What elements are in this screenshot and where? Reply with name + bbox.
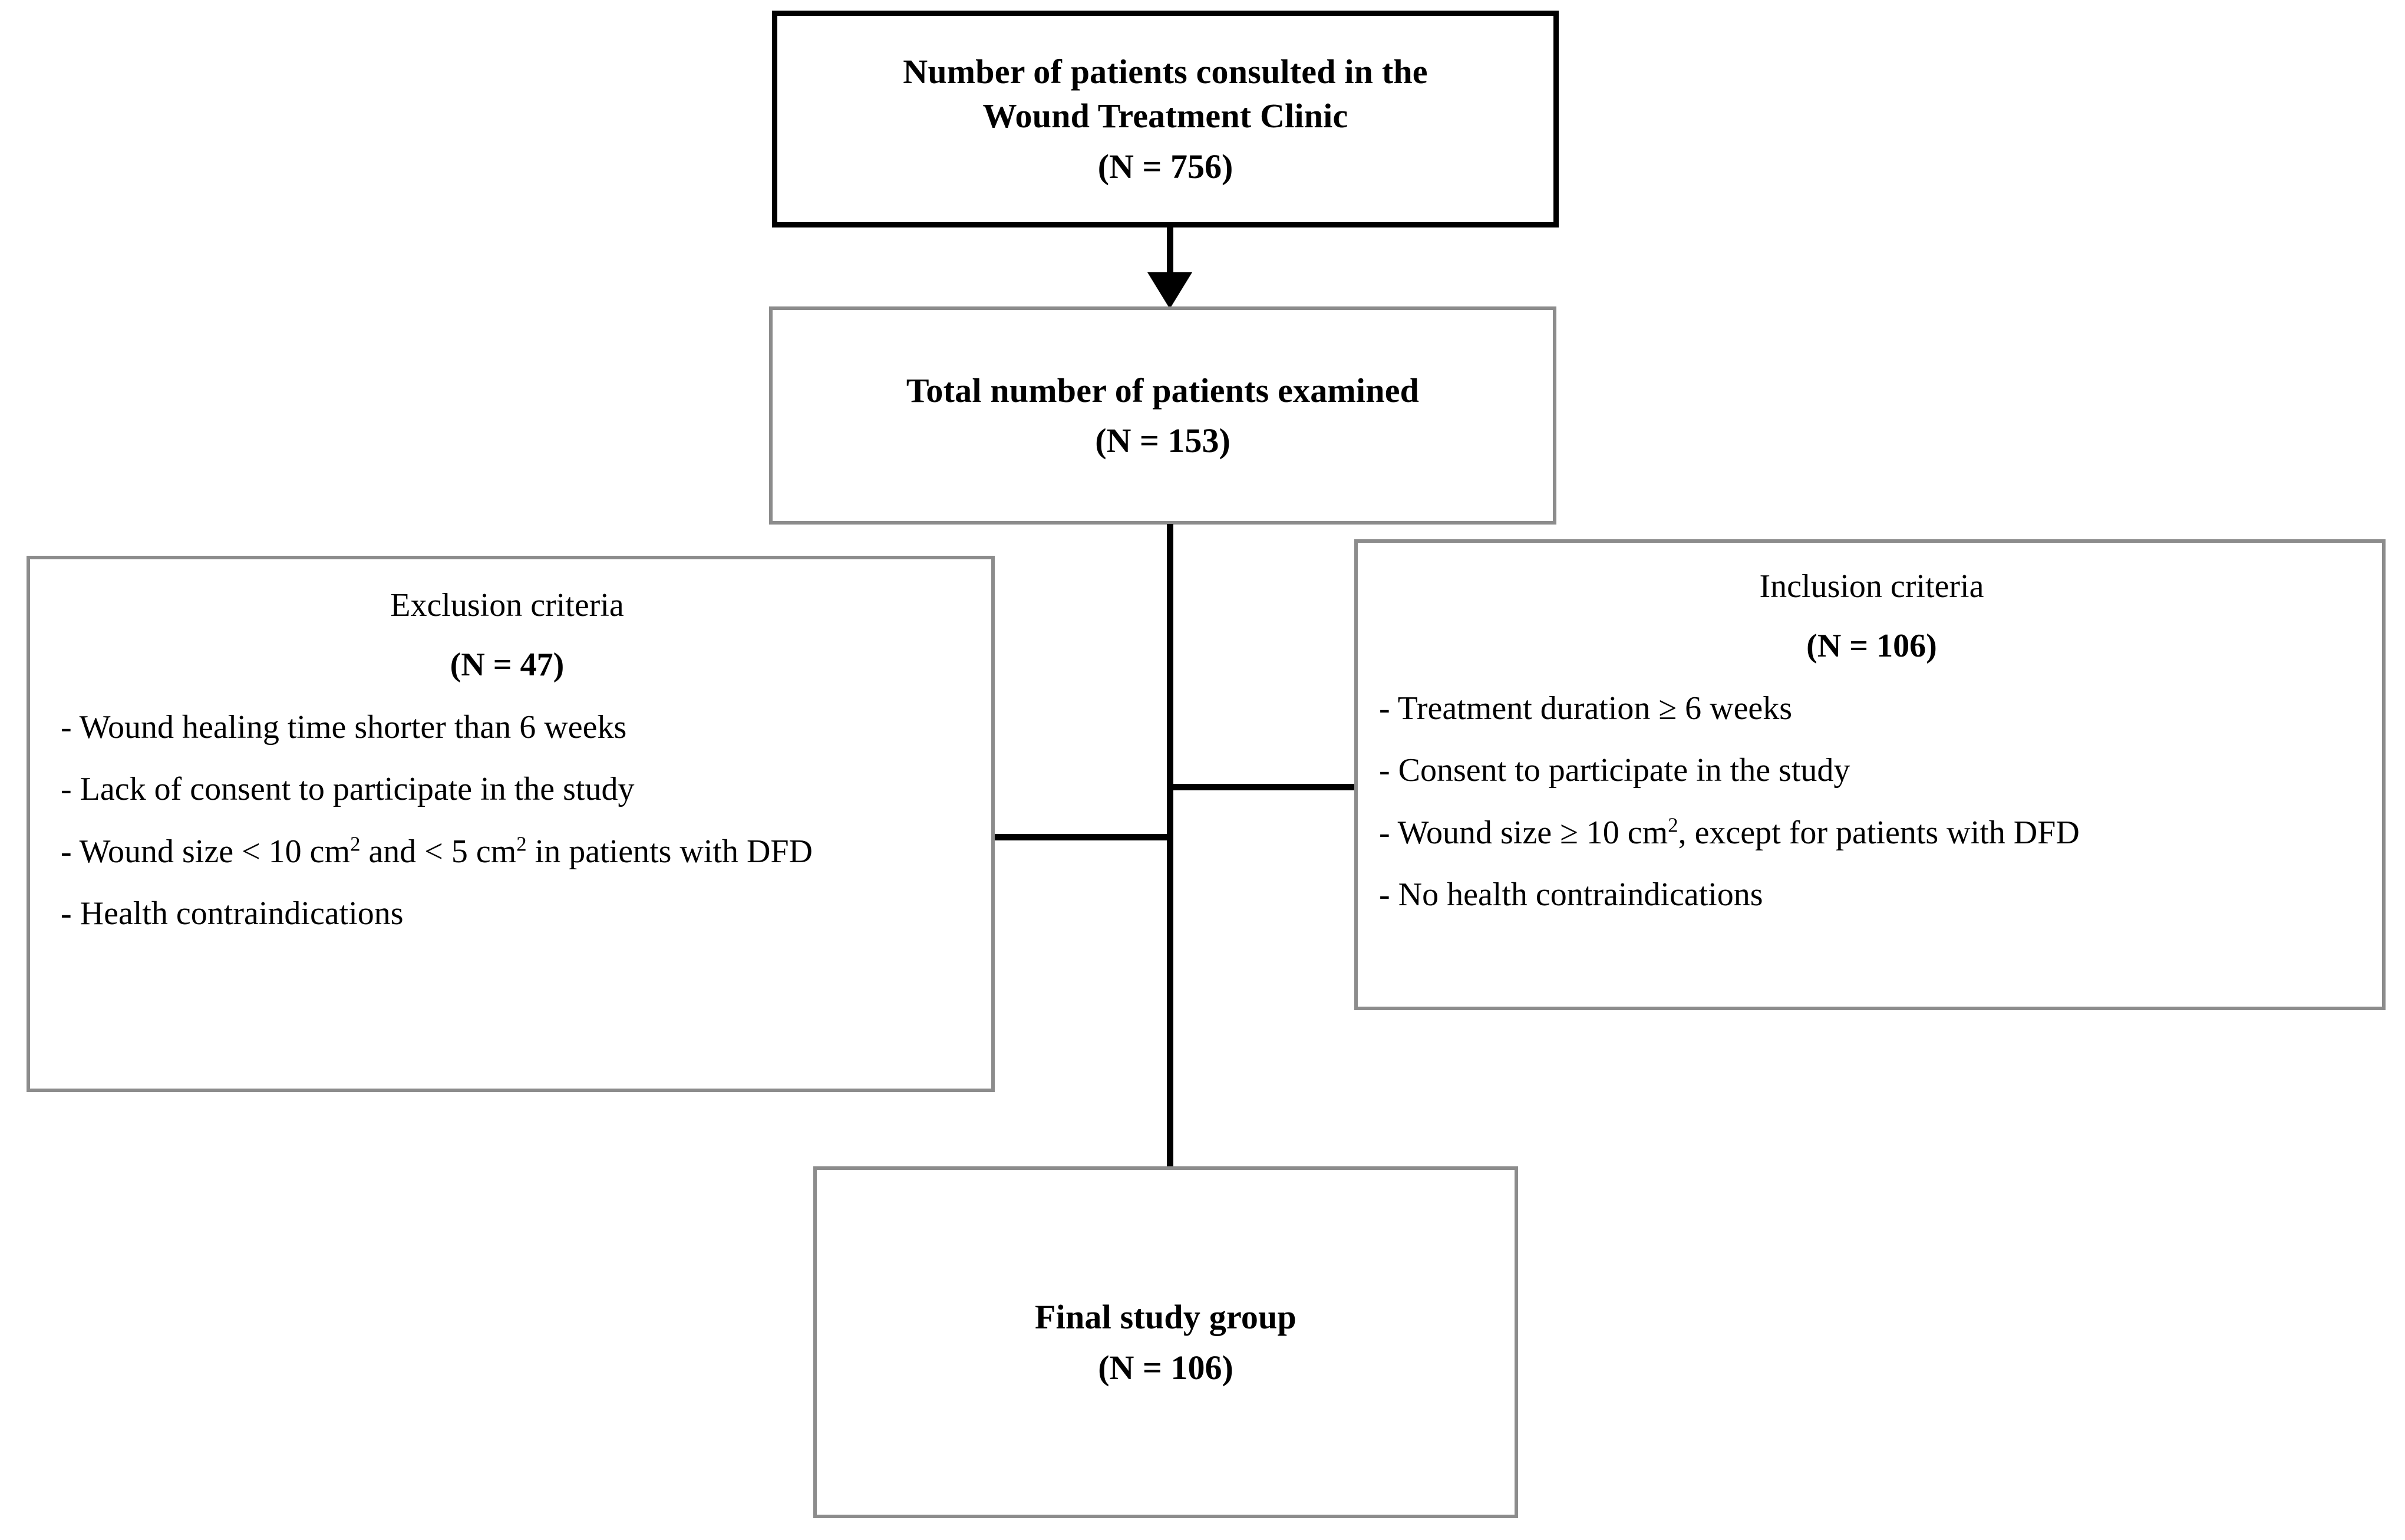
arrow-consulted-to-examined-stem [1167, 227, 1173, 277]
inclusion-criteria-title: Inclusion criteria [1759, 568, 1984, 605]
list-item-text-b: and < 5 cm [360, 833, 517, 870]
list-item: - Lack of consent to participate in the … [61, 771, 635, 808]
node-exclusion-criteria: Exclusion criteria (N = 47) - Wound heal… [27, 556, 995, 1092]
node-inclusion-criteria: Inclusion criteria (N = 106) - Treatment… [1354, 539, 2386, 1010]
list-item: - Wound healing time shorter than 6 week… [61, 708, 627, 746]
list-item: - Wound size < 10 cm2 and < 5 cm2 in pat… [61, 829, 954, 876]
connector-branch-to-inclusion [1167, 784, 1359, 790]
node-patients-examined: Total number of patients examined (N = 1… [769, 306, 1556, 525]
inclusion-criteria-count: (N = 106) [1806, 627, 1937, 664]
node-final-study-group: Final study group (N = 106) [813, 1166, 1518, 1518]
connector-trunk-vertical [1167, 524, 1173, 1168]
node-patients-consulted-title-line2: Wound Treatment Clinic [982, 97, 1348, 136]
node-patients-consulted-title-line1: Number of patients consulted in the [903, 52, 1428, 91]
arrow-consulted-to-examined-head-icon [1147, 272, 1192, 309]
list-item-text-a: - Wound size < 10 cm [61, 833, 351, 870]
list-item: - Wound size ≥ 10 cm2, except for patien… [1379, 810, 2364, 857]
node-patients-consulted-count: (N = 756) [1097, 147, 1233, 186]
list-item: - No health contraindications [1379, 876, 1763, 914]
inclusion-criteria-list: - Treatment duration ≥ 6 weeks - Consent… [1379, 685, 2364, 934]
list-item-text-a: - Wound size ≥ 10 cm [1379, 814, 1668, 851]
exclusion-criteria-count: (N = 47) [450, 646, 565, 683]
list-item: - Consent to participate in the study [1379, 752, 1850, 789]
list-item-text-c: in patients with DFD [526, 833, 813, 870]
exclusion-criteria-list: - Wound healing time shorter than 6 week… [61, 704, 954, 953]
node-patients-examined-count: (N = 153) [1095, 421, 1230, 460]
node-final-study-group-title: Final study group [1035, 1298, 1296, 1337]
superscript-two: 2 [350, 832, 361, 855]
superscript-two: 2 [516, 832, 527, 855]
connector-branch-to-exclusion [991, 834, 1172, 840]
node-patients-consulted: Number of patients consulted in the Woun… [772, 11, 1559, 227]
exclusion-criteria-title: Exclusion criteria [390, 587, 624, 624]
node-patients-examined-title: Total number of patients examined [906, 371, 1420, 410]
node-patients-consulted-title: Number of patients consulted in the Woun… [777, 50, 1553, 138]
list-item-text-b: , except for patients with DFD [1678, 814, 2080, 851]
list-item: - Treatment duration ≥ 6 weeks [1379, 690, 1793, 727]
node-final-study-group-count: (N = 106) [1098, 1348, 1233, 1387]
list-item: - Health contraindications [61, 895, 404, 932]
superscript-two: 2 [1668, 813, 1678, 836]
